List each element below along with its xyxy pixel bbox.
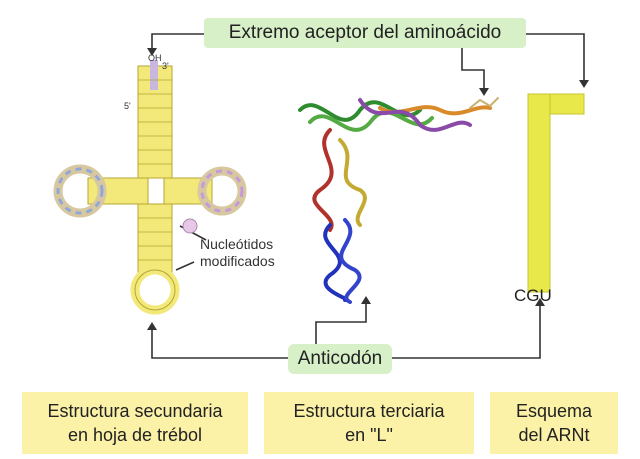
panel-scheme-line2: del ARNt	[518, 425, 590, 445]
modified-nucleotides-label: Nucleótidos modificados	[200, 236, 275, 270]
l-shaped-3d-structure	[298, 97, 499, 304]
modified-nucleotides-line1: Nucleótidos	[200, 236, 274, 252]
panel-scheme-line1: Esquema	[515, 401, 593, 421]
arrow-heads	[147, 48, 589, 330]
arrow-from-anticodon-3d	[315, 304, 367, 348]
five-prime-label: 5'	[124, 101, 131, 111]
cloverleaf-structure	[53, 60, 247, 315]
panel-scheme: Esquema del ARNt	[490, 392, 618, 454]
arrow-to-scheme	[525, 33, 585, 80]
panel-tertiary-line1: Estructura terciaria	[293, 401, 445, 421]
pointer-modified-2	[175, 261, 195, 271]
panel-tertiary-line2: en "L"	[345, 425, 393, 445]
anticodon-label: Anticodón	[288, 344, 392, 374]
connector-lines	[151, 33, 585, 359]
three-prime-label: 3'	[162, 61, 169, 71]
arrow-from-anticodon-scheme	[392, 306, 541, 359]
modified-nucleotides-line2: modificados	[200, 253, 275, 269]
panel-secondary-line1: Estructura secundaria	[47, 401, 223, 421]
scheme-vertical-bar	[527, 93, 551, 293]
arrow-to-3d-acceptor	[461, 46, 485, 88]
codon-label: CGU	[514, 286, 552, 305]
panel-secondary-line2: en hoja de trébol	[67, 425, 203, 445]
arrow-to-cloverleaf	[151, 33, 210, 48]
panel-secondary-structure: Estructura secundaria en hoja de trébol	[22, 392, 248, 454]
variable-loop	[182, 218, 198, 234]
trna-scheme	[527, 93, 585, 293]
acceptor-end-label: Extremo aceptor del aminoácido	[204, 18, 526, 48]
panel-tertiary-structure: Estructura terciaria en "L"	[264, 392, 474, 454]
arrow-from-anticodon-left	[151, 330, 290, 359]
anticodon-stem	[137, 203, 173, 275]
oh-label: OH	[148, 53, 162, 63]
